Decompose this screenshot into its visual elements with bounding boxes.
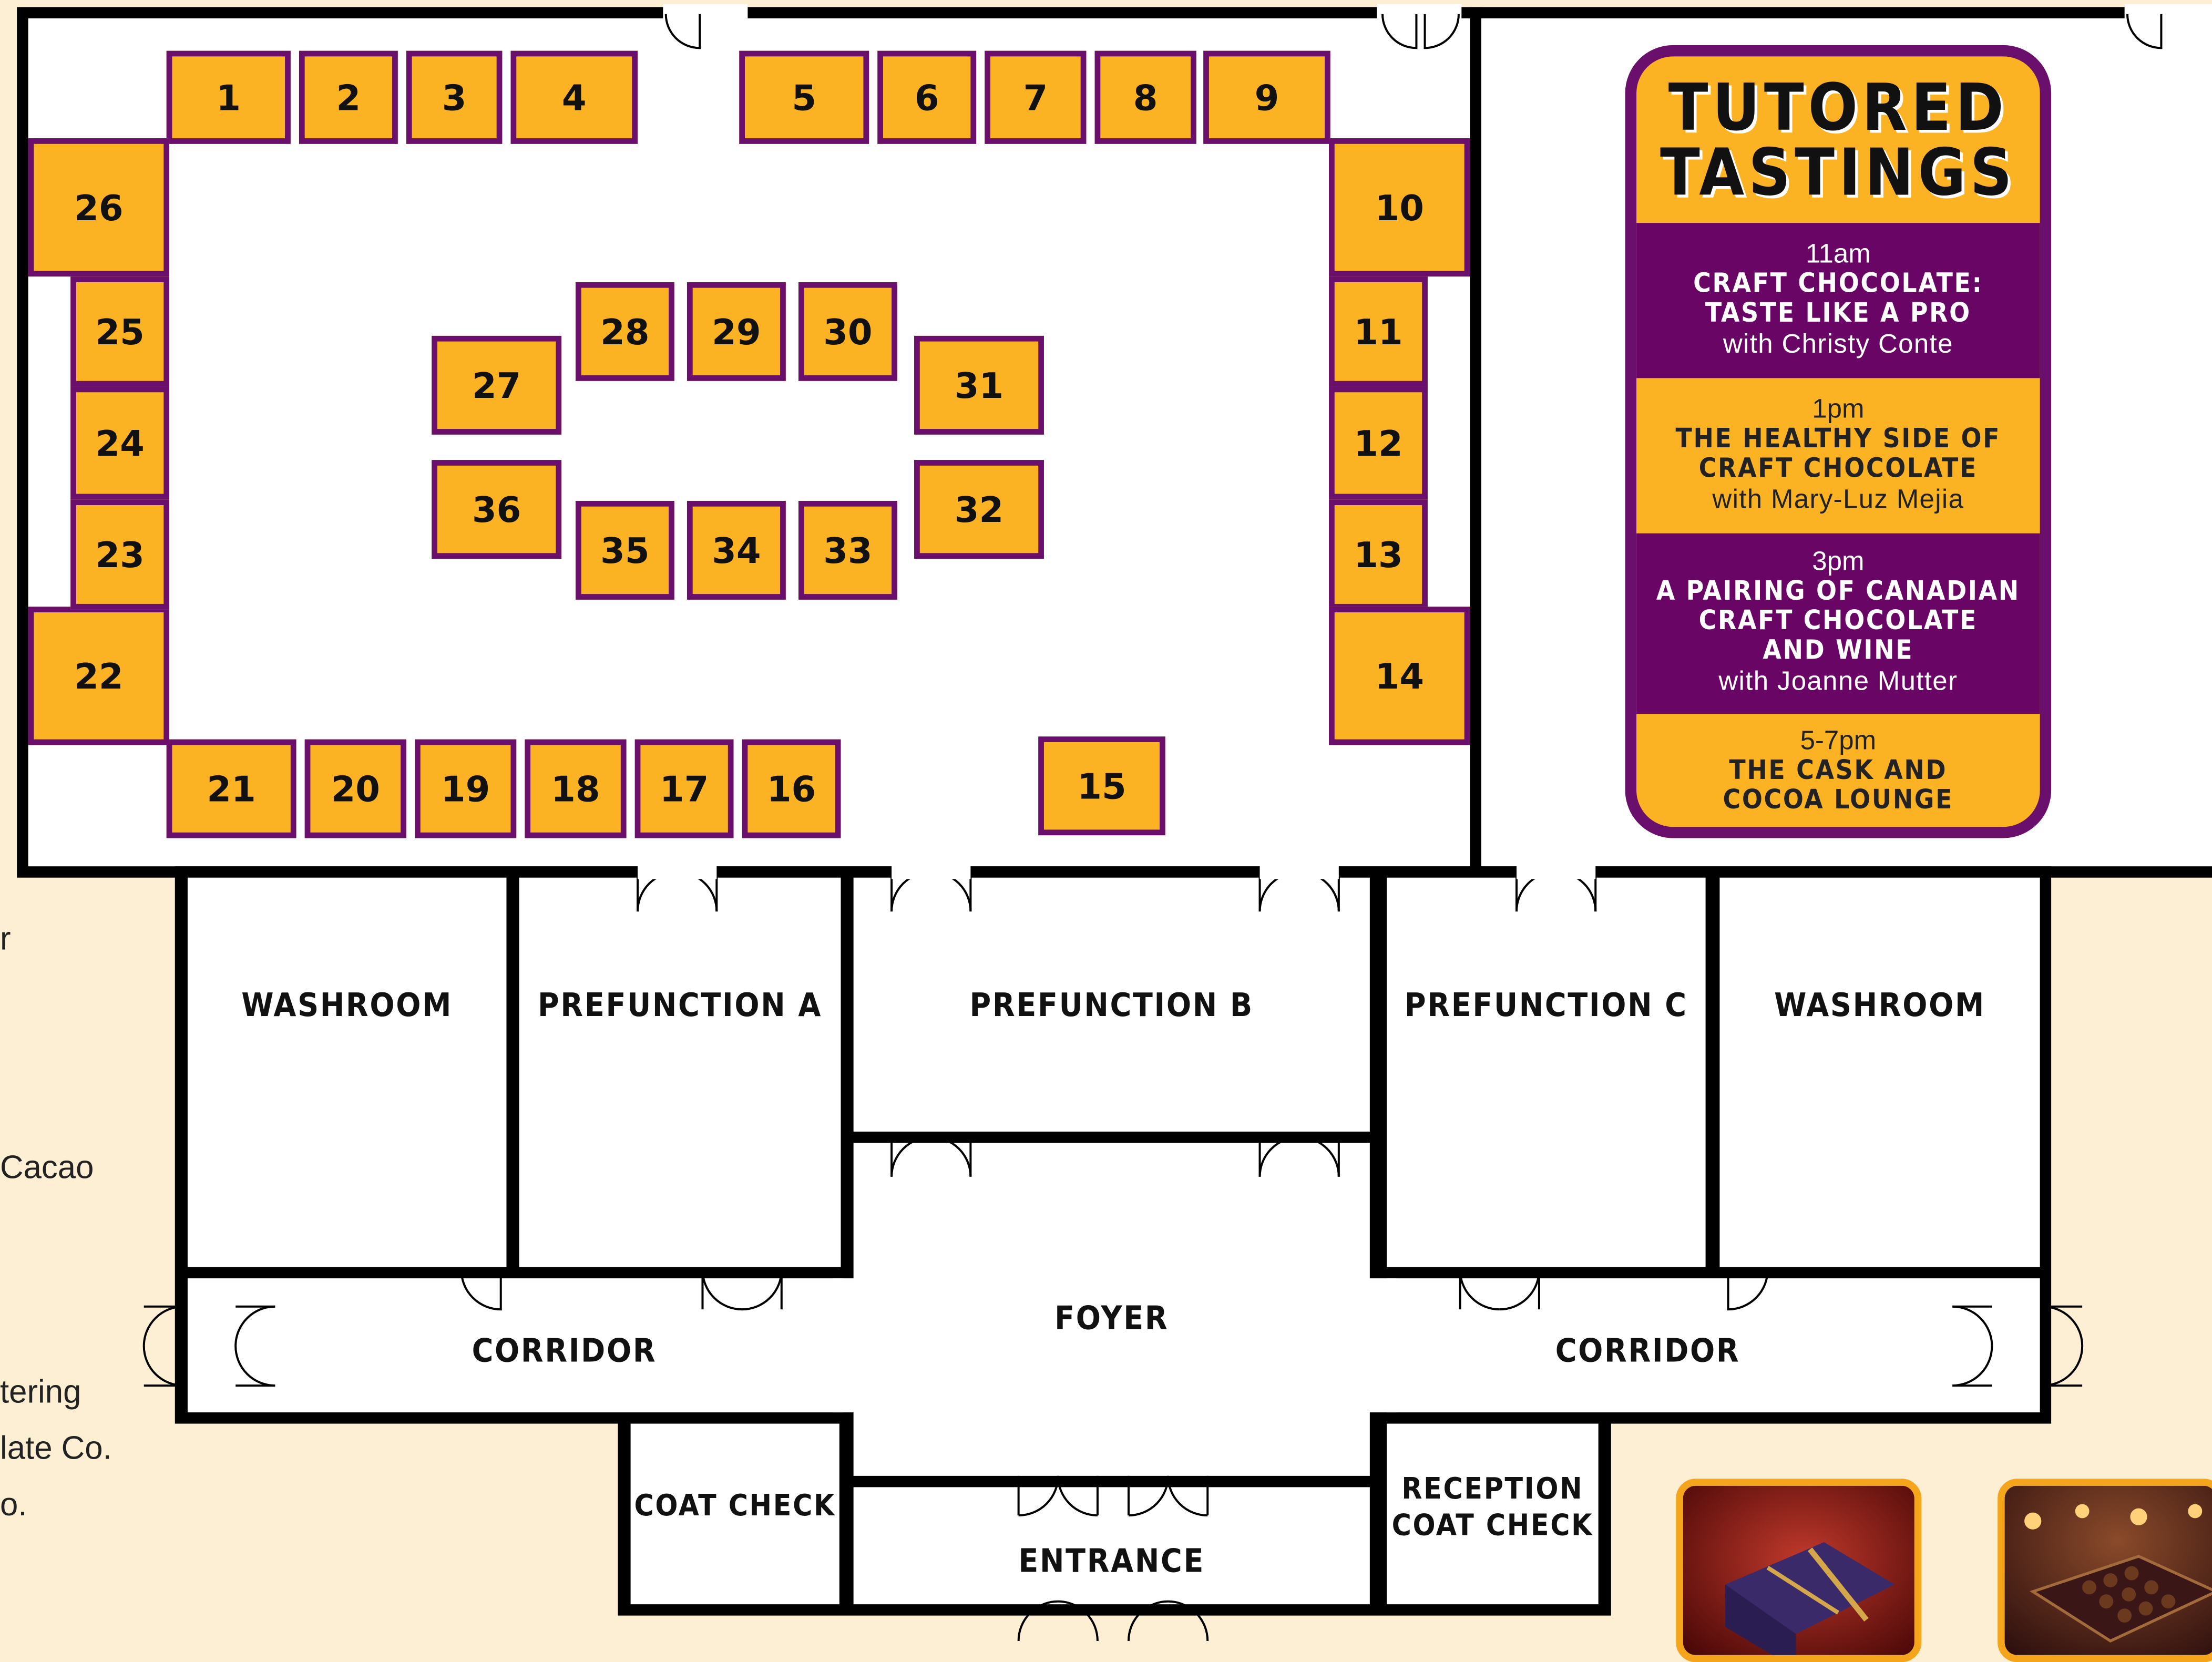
booth-31[interactable]: 31: [914, 335, 1044, 435]
booth-36[interactable]: 36: [432, 460, 562, 559]
booth-7[interactable]: 7: [985, 50, 1087, 144]
booth-24[interactable]: 24: [70, 386, 170, 500]
session-host: with Mary-Luz Mejia: [1712, 485, 1964, 515]
booth-9[interactable]: 9: [1203, 50, 1330, 144]
booth-15[interactable]: 15: [1038, 736, 1165, 836]
booth-21[interactable]: 21: [166, 739, 296, 838]
chocolate-gift-box-icon: [1676, 1479, 1922, 1662]
booth-12[interactable]: 12: [1329, 386, 1428, 500]
booth-19[interactable]: 19: [415, 739, 517, 838]
booth-18[interactable]: 18: [525, 739, 627, 838]
booth-8[interactable]: 8: [1094, 50, 1196, 144]
entrance-label: ENTRANCE: [1018, 1543, 1205, 1581]
corridor-right-room: [1387, 1278, 2040, 1413]
booth-22[interactable]: 22: [28, 607, 170, 745]
booth-28[interactable]: 28: [575, 282, 674, 381]
booth-26[interactable]: 26: [28, 138, 170, 277]
booth-4[interactable]: 4: [510, 50, 638, 144]
tutored-tastings-title: TUTORED TASTINGS: [1636, 56, 2040, 223]
legend-fragment: tering: [0, 1372, 81, 1410]
corridor-right-label: CORRIDOR: [1555, 1333, 1740, 1370]
booth-5[interactable]: 5: [739, 50, 869, 144]
booth-27[interactable]: 27: [432, 335, 562, 435]
session-time: 5-7pm: [1800, 726, 1877, 756]
booth-2[interactable]: 2: [299, 50, 398, 144]
door-gap: [1516, 865, 1596, 879]
legend-fragment: Cacao: [0, 1148, 94, 1185]
prefunction-b-label: PREFUNCTION B: [969, 988, 1254, 1024]
door-gap: [1377, 4, 1462, 24]
prefunction-a-label: PREFUNCTION A: [537, 988, 823, 1024]
session-title: A PAIRING OF CANADIAN CRAFT CHOCOLATE AN…: [1656, 576, 2020, 666]
foyer-connector: [832, 1278, 1397, 1413]
booth-11[interactable]: 11: [1329, 276, 1428, 387]
session-3pm[interactable]: 3pm A PAIRING OF CANADIAN CRAFT CHOCOLAT…: [1636, 533, 2040, 714]
reception-coat-check-room: [1387, 1423, 1599, 1605]
legend-fragment: o.: [0, 1485, 27, 1523]
booth-32[interactable]: 32: [914, 460, 1044, 559]
tutored-tastings-panel: TUTORED TASTINGS 11am CRAFT CHOCOLATE: T…: [1625, 45, 2052, 838]
session-11am[interactable]: 11am CRAFT CHOCOLATE: TASTE LIKE A PRO w…: [1636, 223, 2040, 378]
session-5-7pm[interactable]: 5-7pm THE CASK AND COCOA LOUNGE: [1636, 714, 2040, 827]
session-1pm[interactable]: 1pm THE HEALTHY SIDE OF CRAFT CHOCOLATE …: [1636, 378, 2040, 534]
booth-20[interactable]: 20: [304, 739, 406, 838]
foyer-label: FOYER: [1054, 1301, 1169, 1338]
booth-29[interactable]: 29: [687, 282, 786, 381]
booth-34[interactable]: 34: [687, 500, 786, 600]
corridor-left-room: [187, 1278, 844, 1413]
prefunction-b-room: [853, 877, 1370, 1132]
booth-23[interactable]: 23: [70, 499, 170, 610]
booth-35[interactable]: 35: [575, 500, 674, 600]
washroom-right-room: [1719, 877, 2040, 1267]
title-line-1: TUTORED: [1668, 69, 2008, 146]
coat-check-label: COAT CHECK: [634, 1489, 836, 1523]
session-time: 3pm: [1812, 547, 1865, 577]
door-gap: [2124, 4, 2212, 24]
legend-fragment: r: [0, 920, 11, 957]
washroom-left-label: WASHROOM: [241, 988, 453, 1024]
coat-check-room: [630, 1423, 839, 1605]
booth-3[interactable]: 3: [406, 50, 503, 144]
exhibit-hall: [28, 18, 1470, 867]
booth-25[interactable]: 25: [70, 276, 170, 387]
door-gap: [892, 865, 971, 879]
corridor-left-label: CORRIDOR: [472, 1333, 657, 1370]
booth-14[interactable]: 14: [1329, 607, 1470, 745]
washroom-left-room: [187, 877, 507, 1267]
booth-16[interactable]: 16: [742, 739, 841, 838]
booth-1[interactable]: 1: [166, 50, 291, 144]
door-gap: [1259, 865, 1339, 879]
prefunction-c-room: [1387, 877, 1706, 1267]
session-time: 1pm: [1812, 394, 1865, 424]
prefunction-a-room: [519, 877, 841, 1267]
session-host: with Christy Conte: [1723, 329, 1953, 360]
door-gap: [638, 865, 717, 879]
legend-fragment: late Co.: [0, 1429, 112, 1466]
session-title: THE CASK AND COCOA LOUNGE: [1723, 754, 1954, 815]
door-gap: [663, 4, 748, 24]
entrance-room: [853, 1487, 1370, 1605]
washroom-right-label: WASHROOM: [1774, 988, 1985, 1024]
session-title: CRAFT CHOCOLATE: TASTE LIKE A PRO: [1693, 267, 1983, 329]
chocolate-assortment-box-icon: [1998, 1479, 2212, 1662]
booth-10[interactable]: 10: [1329, 138, 1470, 277]
session-time: 11am: [1805, 239, 1871, 269]
session-title: THE HEALTHY SIDE OF CRAFT CHOCOLATE: [1675, 422, 2001, 484]
reception-coat-check-label: RECEPTION COAT CHECK: [1391, 1471, 1594, 1543]
session-host: with Joanne Mutter: [1718, 667, 1958, 697]
booth-17[interactable]: 17: [634, 739, 734, 838]
booth-13[interactable]: 13: [1329, 499, 1428, 610]
prefunction-c-label: PREFUNCTION C: [1404, 988, 1688, 1024]
title-line-2: TASTINGS: [1660, 134, 2016, 210]
booth-33[interactable]: 33: [798, 500, 897, 600]
booth-30[interactable]: 30: [798, 282, 897, 381]
booth-6[interactable]: 6: [877, 50, 977, 144]
